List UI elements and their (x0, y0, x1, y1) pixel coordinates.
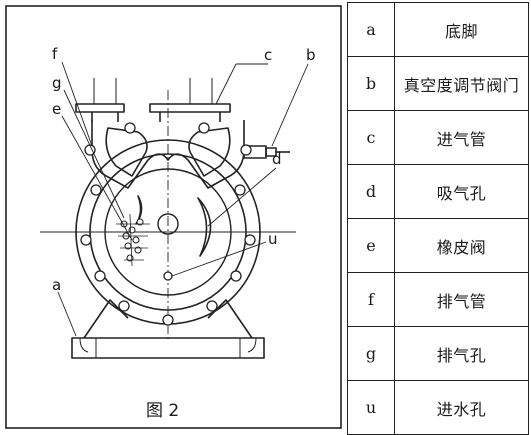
legend-key: d (347, 164, 395, 219)
legend-label: 橡皮阀 (394, 218, 529, 273)
pump-feet (71, 337, 265, 359)
chamber-left (105, 127, 148, 177)
suction-port (197, 197, 212, 257)
pump-diagram: f g e c b d u a 图 2 (5, 5, 342, 429)
legend-key: b (347, 56, 395, 111)
legend-row: f 排气管 (347, 272, 529, 327)
legend-table: a 底脚 b 真空度调节阀门 c 进气管 d 吸气孔 e 橡皮阀 f 排气管 g… (347, 2, 529, 435)
figure-caption: 图 2 (146, 401, 179, 421)
callout-u: u (268, 230, 278, 248)
legend-label: 真空度调节阀门 (394, 56, 529, 111)
legend-key: g (347, 326, 395, 381)
figure-frame (5, 5, 342, 429)
legend-label: 进水孔 (394, 380, 529, 435)
chamber-right (188, 127, 231, 177)
legend-row: g 排气孔 (347, 326, 529, 381)
pump-head (91, 120, 245, 189)
callout-a: a (52, 276, 61, 294)
legend-row: a 底脚 (347, 2, 529, 57)
legend-label: 排气管 (394, 272, 529, 327)
legend-key: c (347, 110, 395, 165)
legend-row: u 进水孔 (347, 380, 529, 435)
legend-label: 进气管 (394, 110, 529, 165)
callout-e: e (52, 100, 61, 118)
legend-key: u (347, 380, 395, 435)
legend-row: d 吸气孔 (347, 164, 529, 219)
legend-key: a (347, 2, 395, 57)
legend-key: e (347, 218, 395, 273)
callout-f: f (52, 45, 58, 63)
callout-g: g (52, 74, 62, 92)
legend-row: e 橡皮阀 (347, 218, 529, 273)
legend-row: c 进气管 (347, 110, 529, 165)
callout-c: c (264, 46, 272, 64)
callout-b: b (306, 46, 316, 64)
legend-label: 吸气孔 (394, 164, 529, 219)
legend-label: 排气孔 (394, 326, 529, 381)
legend-row: b 真空度调节阀门 (347, 56, 529, 111)
exhaust-flange (75, 103, 125, 113)
legend-key: f (347, 272, 395, 327)
legend-label: 底脚 (394, 2, 529, 57)
intake-flange (149, 103, 231, 113)
callout-d: d (272, 150, 282, 168)
